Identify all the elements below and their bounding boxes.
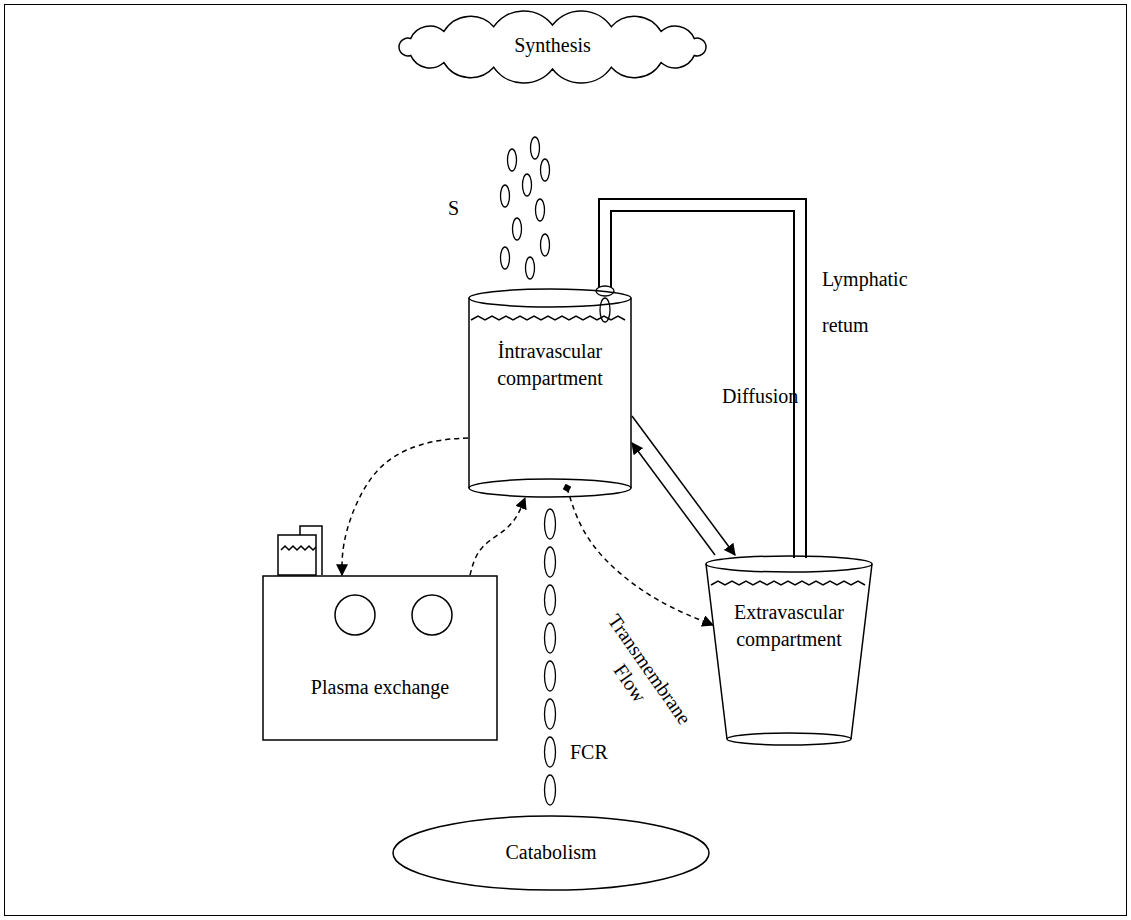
pump-circle — [412, 595, 452, 635]
edge-label: Lymphatic retum — [822, 256, 914, 348]
node-label: Extravascular compartment — [713, 599, 865, 653]
connector-path — [342, 438, 468, 575]
node-label: Plasma exchange — [270, 674, 490, 701]
extravascular-cup: Extravascular compartment — [705, 555, 873, 747]
connector — [632, 416, 735, 555]
catabolism-ellipse: Catabolism — [392, 815, 710, 891]
connector-path — [632, 443, 715, 555]
connector — [550, 498, 551, 815]
intravascular-cylinder: İntravascular compartment — [468, 288, 632, 498]
node-text: İntravascular compartment — [468, 288, 632, 392]
pipe-outer — [605, 205, 800, 558]
frame-border — [5, 5, 1127, 916]
connector-path — [567, 488, 713, 625]
edge-label: Transmembrane Flow — [577, 601, 702, 751]
connector-path — [505, 82, 545, 288]
node-text: Synthesis — [385, 12, 720, 59]
box-outline — [262, 575, 498, 741]
connector-path — [470, 498, 525, 575]
connector — [342, 438, 468, 575]
node-text: Catabolism — [392, 815, 710, 866]
connector — [505, 82, 545, 288]
node-text: Plasma exchange — [262, 575, 498, 701]
connector-path — [549, 498, 551, 815]
ellipse-outline — [392, 815, 710, 891]
connector — [605, 205, 800, 558]
cup-outline — [705, 555, 873, 747]
node-text: Extravascular compartment — [705, 555, 873, 653]
pipe-inner — [605, 205, 800, 558]
plasma-bag — [278, 526, 322, 575]
connector — [470, 498, 525, 575]
edge-label: FCR — [570, 740, 614, 764]
edge-label: Diffusion — [722, 384, 812, 408]
cloud-outline — [385, 12, 720, 82]
connector — [632, 443, 715, 555]
plasma-exchange-box: Plasma exchange — [262, 575, 498, 741]
cylinder-outline — [468, 288, 632, 498]
node-label: İntravascular compartment — [476, 338, 624, 392]
synthesis-cloud: Synthesis — [385, 12, 720, 82]
node-label: Catabolism — [400, 839, 702, 866]
pump-circle — [335, 595, 375, 635]
edge-label: S — [448, 196, 468, 220]
connector-path — [632, 416, 735, 555]
node-label: Synthesis — [393, 32, 712, 59]
connector — [567, 488, 713, 625]
